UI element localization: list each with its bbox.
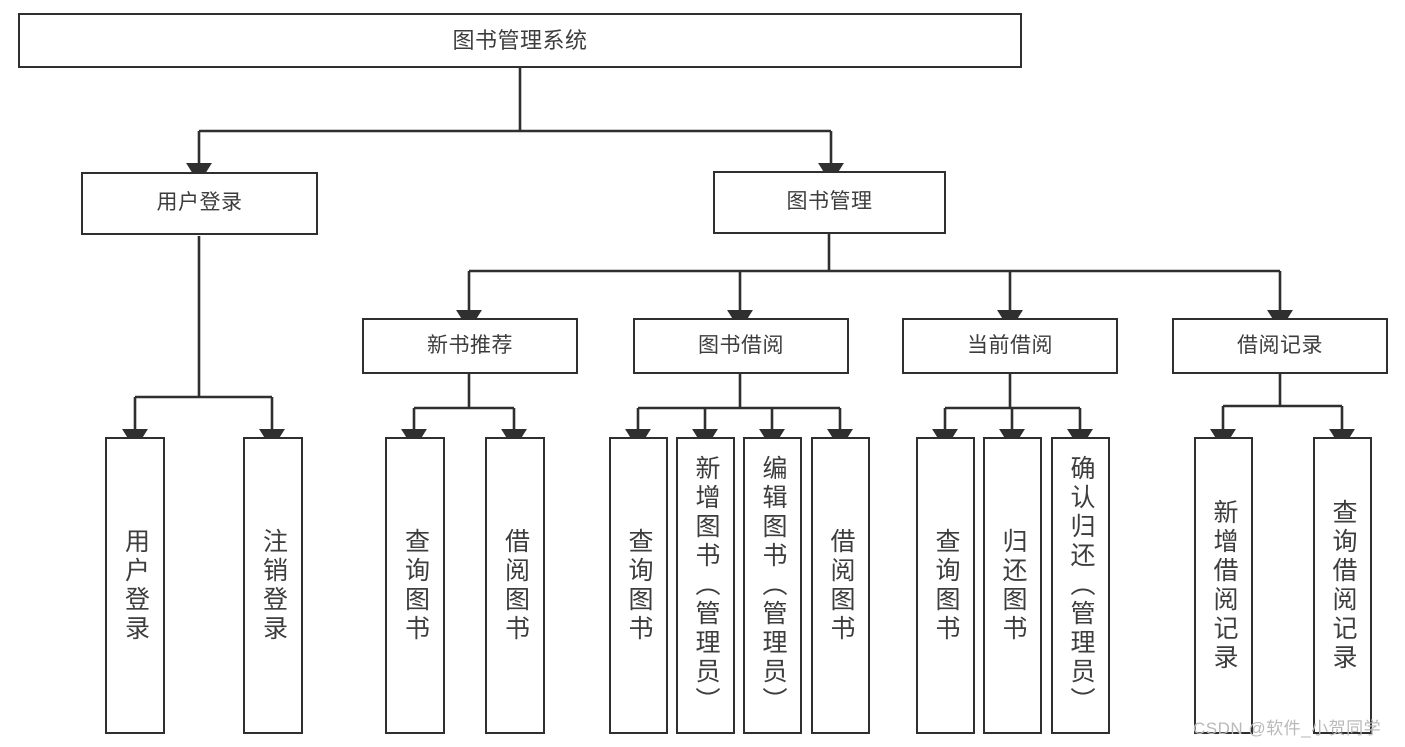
leaf-new-book-borrow[interactable]: 借阅图书 xyxy=(485,437,545,734)
leaf-borrow-query-book[interactable]: 查询图书 xyxy=(609,437,668,734)
leaf-current-return-book[interactable]: 归还图书 xyxy=(983,437,1042,734)
node-label: 图书管理系统 xyxy=(452,27,588,53)
node-label: 查询图书 xyxy=(932,527,960,644)
node-label: 借阅图书 xyxy=(501,527,530,644)
node-label: 新增图书（管理员） xyxy=(692,455,720,716)
node-label: 查询图书 xyxy=(401,527,430,644)
node-book-management[interactable]: 图书管理 xyxy=(713,171,946,234)
node-label: 新增借阅记录 xyxy=(1210,498,1238,673)
node-label: 用户登录 xyxy=(121,527,150,644)
node-label: 查询借阅记录 xyxy=(1329,498,1357,673)
node-label: 借阅图书 xyxy=(827,527,855,644)
node-label: 新书推荐 xyxy=(427,333,513,357)
watermark-csdn: CSDN @软件_小贺同学 xyxy=(1193,719,1382,738)
node-user-login[interactable]: 用户登录 xyxy=(81,172,318,235)
leaf-new-book-query[interactable]: 查询图书 xyxy=(385,437,445,734)
node-label: 图书管理 xyxy=(786,190,873,214)
node-label: 注销登录 xyxy=(259,527,288,644)
leaf-current-query-book[interactable]: 查询图书 xyxy=(916,437,975,734)
node-label: 当前借阅 xyxy=(967,333,1053,357)
leaf-current-confirm-return-admin[interactable]: 确认归还（管理员） xyxy=(1051,437,1110,734)
leaf-record-add[interactable]: 新增借阅记录 xyxy=(1194,437,1253,734)
node-label: 用户登录 xyxy=(156,191,243,215)
leaf-borrow-borrow-book[interactable]: 借阅图书 xyxy=(811,437,870,734)
node-label: 确认归还（管理员） xyxy=(1067,455,1095,716)
leaf-borrow-add-book-admin[interactable]: 新增图书（管理员） xyxy=(676,437,735,734)
node-borrow-records[interactable]: 借阅记录 xyxy=(1172,318,1388,374)
node-root-system[interactable]: 图书管理系统 xyxy=(18,13,1022,68)
node-book-borrow[interactable]: 图书借阅 xyxy=(633,318,849,374)
node-label: 编辑图书（管理员） xyxy=(759,455,787,716)
leaf-user-login[interactable]: 用户登录 xyxy=(105,437,165,734)
node-label: 借阅记录 xyxy=(1237,333,1323,357)
node-new-book-recommend[interactable]: 新书推荐 xyxy=(362,318,578,374)
leaf-logout[interactable]: 注销登录 xyxy=(243,437,303,734)
leaf-borrow-edit-book-admin[interactable]: 编辑图书（管理员） xyxy=(743,437,802,734)
node-label: 归还图书 xyxy=(999,527,1027,644)
node-current-borrow[interactable]: 当前借阅 xyxy=(902,318,1118,374)
node-label: 图书借阅 xyxy=(698,333,784,357)
leaf-record-query[interactable]: 查询借阅记录 xyxy=(1313,437,1372,734)
node-label: 查询图书 xyxy=(625,527,653,644)
